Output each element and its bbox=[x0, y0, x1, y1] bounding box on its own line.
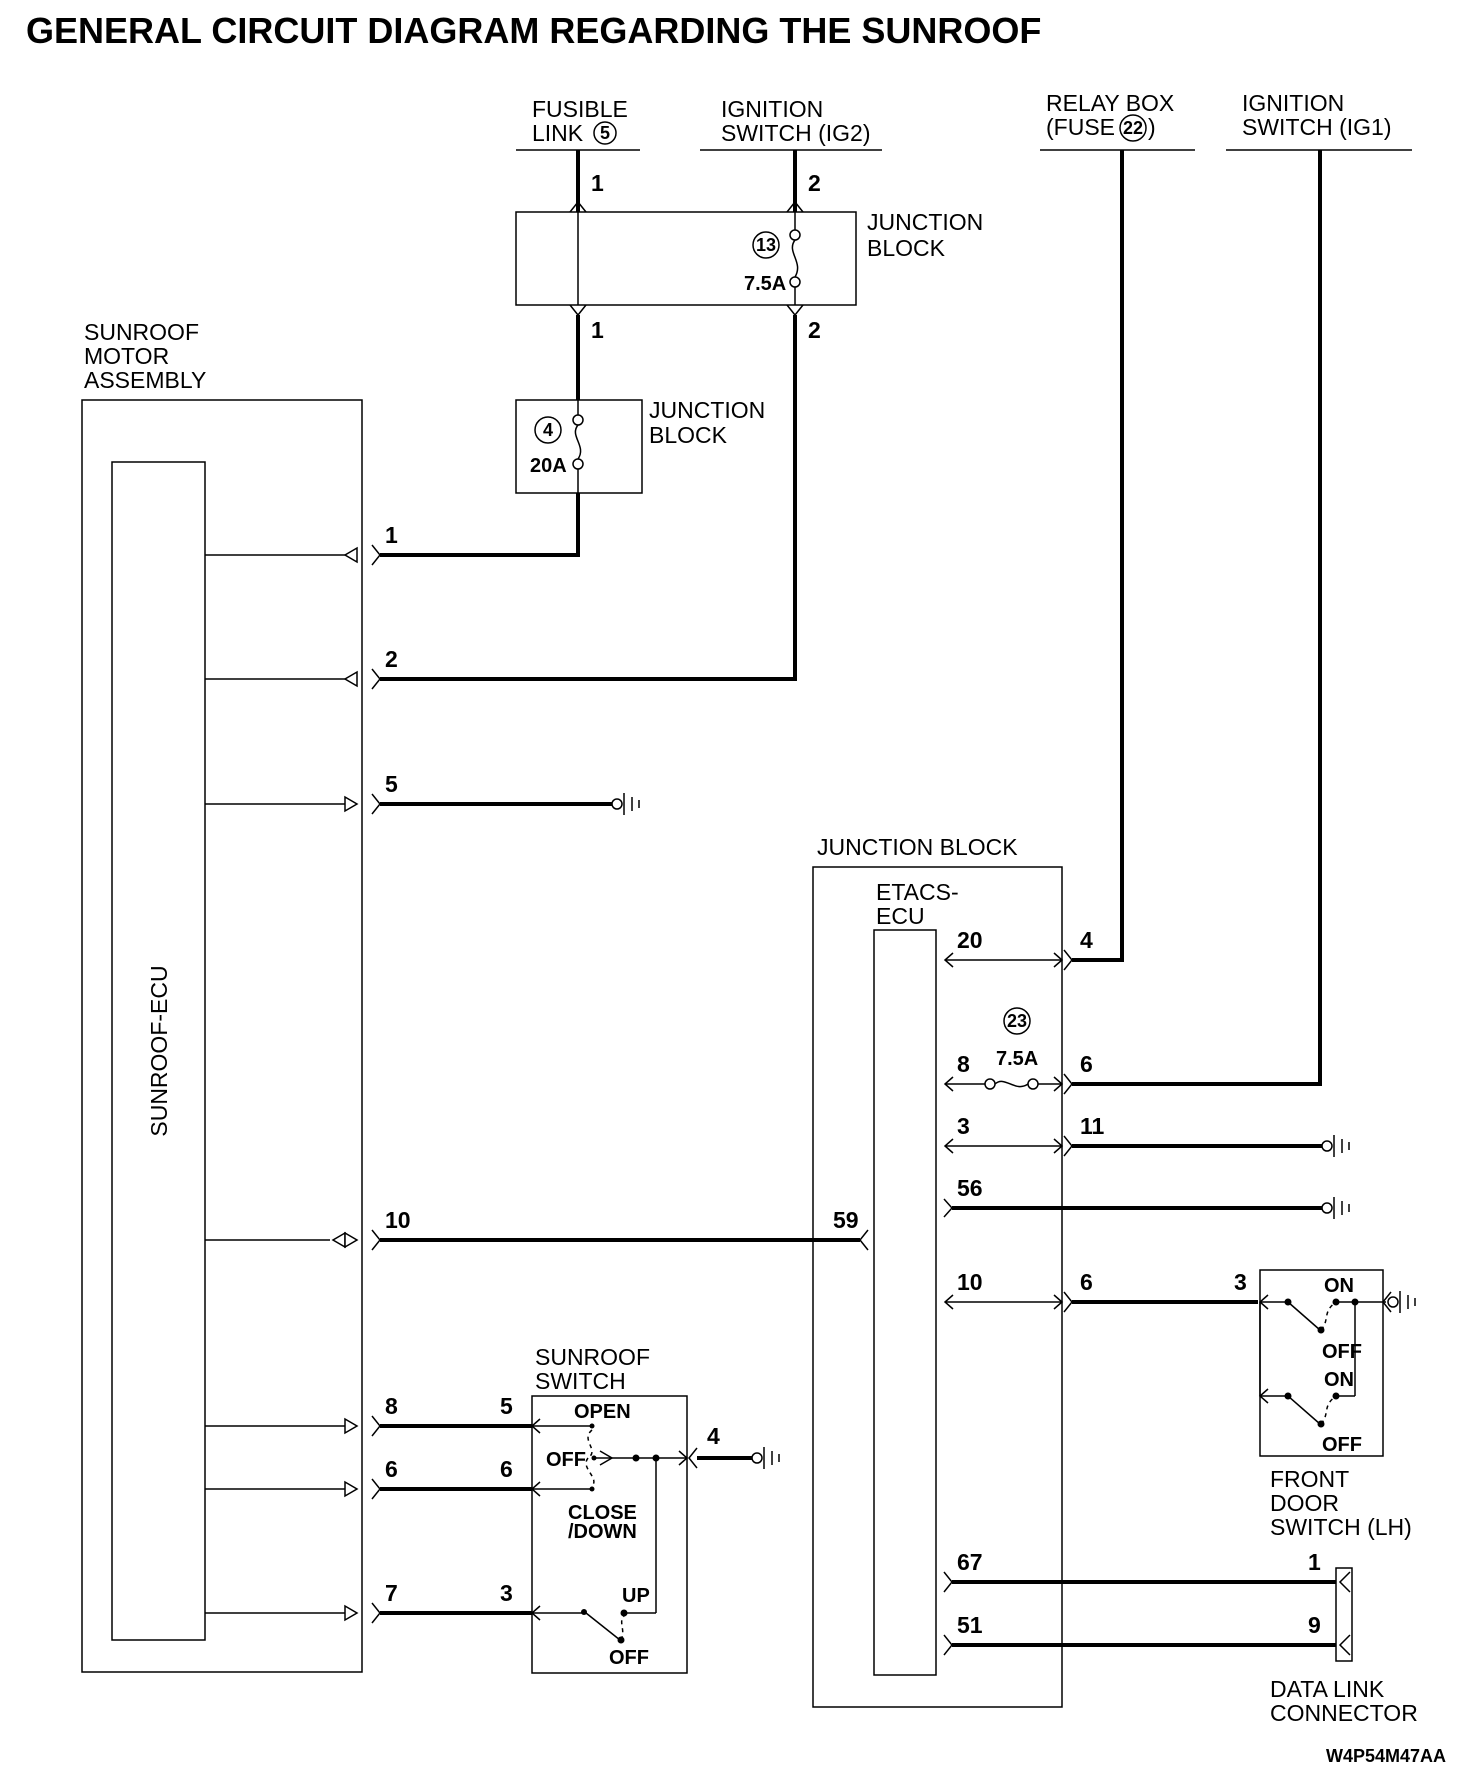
door-switch-pos-on-1: ON bbox=[1324, 1275, 1354, 1297]
motor-wiring bbox=[380, 315, 860, 1615]
etacs-pin-67: 67 bbox=[957, 1549, 983, 1575]
jb-etacs-label: JUNCTION BLOCK bbox=[817, 834, 1018, 860]
switch-pin-5: 5 bbox=[500, 1393, 513, 1419]
jb-top-pin-out-1: 1 bbox=[591, 317, 604, 343]
front-door-switch: 3 ON OFF ON OFF FRONT DOOR SWITCH ( bbox=[1234, 1269, 1416, 1540]
jb-top-label-2: BLOCK bbox=[867, 235, 946, 261]
ig2-label-1: IGNITION bbox=[721, 96, 823, 122]
motor-pin-10: 10 bbox=[385, 1207, 411, 1233]
switch-pos-off: OFF bbox=[546, 1449, 586, 1471]
relay-box-label-2: (FUSE bbox=[1046, 114, 1115, 140]
etacs-pin-56: 56 bbox=[957, 1175, 983, 1201]
motor-pin-6: 6 bbox=[385, 1456, 398, 1482]
page-title: GENERAL CIRCUIT DIAGRAM REGARDING THE SU… bbox=[26, 10, 1041, 51]
ig2-label-2: SWITCH (IG2) bbox=[721, 120, 871, 146]
etacs-wiring bbox=[952, 150, 1350, 1647]
switch-pos-close: CLOSE bbox=[568, 1502, 637, 1524]
data-link-connector: 1 9 DATA LINK CONNECTOR bbox=[1270, 1549, 1418, 1726]
etacs-outer-pin-4: 4 bbox=[1080, 927, 1093, 953]
sunroof-switch-label-2: SWITCH bbox=[535, 1368, 626, 1394]
etacs-fuse-number: 23 bbox=[1007, 1011, 1027, 1031]
switch-pin-6: 6 bbox=[500, 1456, 513, 1482]
fusible-link-number: 5 bbox=[600, 123, 610, 143]
switch-pin-3: 3 bbox=[500, 1580, 513, 1606]
jb-small-fuse-rating: 20A bbox=[530, 455, 567, 477]
switch-pos-down: /DOWN bbox=[568, 1521, 637, 1543]
fusible-link-source: FUSIBLE LINK 5 bbox=[516, 96, 640, 151]
motor-pin-5: 5 bbox=[385, 771, 398, 797]
etacs-outer-pin-6b: 6 bbox=[1080, 1269, 1093, 1295]
door-switch-label-1: FRONT bbox=[1270, 1466, 1349, 1492]
etacs-pin-20: 20 bbox=[957, 927, 983, 953]
etacs-pin-8: 8 bbox=[957, 1051, 970, 1077]
dlc-label-1: DATA LINK bbox=[1270, 1676, 1385, 1702]
junction-block-small: JUNCTION BLOCK 4 20A bbox=[515, 315, 765, 494]
door-switch-pin-3: 3 bbox=[1234, 1269, 1247, 1295]
etacs-pin-10: 10 bbox=[957, 1269, 983, 1295]
sunroof-motor-assembly: SUNROOF MOTOR ASSEMBLY SUNROOF-ECU 1 2 bbox=[81, 319, 411, 1673]
motor-label-3: ASSEMBLY bbox=[84, 367, 206, 393]
relay-box-source: RELAY BOX (FUSE 22 ) bbox=[1040, 90, 1195, 151]
jb-small-label-2: BLOCK bbox=[649, 422, 728, 448]
fusible-link-label-2: LINK bbox=[532, 120, 584, 146]
etacs-fuse-number-circle bbox=[1003, 1007, 1031, 1035]
dlc-pin-1: 1 bbox=[1308, 1549, 1321, 1575]
dlc-label-2: CONNECTOR bbox=[1270, 1700, 1418, 1726]
door-switch-pos-off-2: OFF bbox=[1322, 1434, 1362, 1456]
jb-top-label-1: JUNCTION bbox=[867, 209, 983, 235]
etacs-ecu-label-1: ETACS- bbox=[876, 879, 959, 905]
ig1-label-2: SWITCH (IG1) bbox=[1242, 114, 1392, 140]
motor-pin-2: 2 bbox=[385, 646, 398, 672]
etacs-ecu-label-2: ECU bbox=[876, 903, 925, 929]
switch-pin-4: 4 bbox=[707, 1423, 720, 1449]
relay-box-label-3: ) bbox=[1148, 114, 1156, 140]
sunroof-switch-label-1: SUNROOF bbox=[535, 1344, 650, 1370]
motor-label-1: SUNROOF bbox=[84, 319, 199, 345]
etacs-pin-51: 51 bbox=[957, 1612, 983, 1638]
etacs-outer-pin-11: 11 bbox=[1080, 1113, 1105, 1139]
diagram-code: W4P54M47AA bbox=[1326, 1746, 1446, 1766]
jb-small-fuse-number-circle bbox=[534, 416, 562, 444]
jb-top-pin-in-1: 1 bbox=[591, 170, 604, 196]
door-switch-pos-on-2: ON bbox=[1324, 1369, 1354, 1391]
fusible-link-number-circle bbox=[593, 121, 617, 145]
jb-top-pin-out-2: 2 bbox=[808, 317, 821, 343]
motor-pin-7: 7 bbox=[385, 1580, 398, 1606]
ig1-label-1: IGNITION bbox=[1242, 90, 1344, 116]
sunroof-ecu-label: SUNROOF-ECU bbox=[146, 965, 172, 1136]
jb-top-fuse-number: 13 bbox=[756, 235, 776, 255]
motor-label-2: MOTOR bbox=[84, 343, 169, 369]
ig1-source: IGNITION SWITCH (IG1) bbox=[1226, 90, 1412, 151]
jb-small-label-1: JUNCTION bbox=[649, 397, 765, 423]
etacs-pin-59: 59 bbox=[833, 1207, 859, 1233]
jb-top-fuse-rating: 7.5A bbox=[744, 273, 786, 295]
etacs-ecu-box bbox=[873, 929, 937, 1676]
junction-block-top: JUNCTION BLOCK 1 1 13 7.5A 2 2 bbox=[515, 150, 983, 343]
jb-small-fuse-number: 4 bbox=[543, 420, 553, 440]
switch-pos-up: UP bbox=[622, 1585, 650, 1607]
door-switch-label-2: DOOR bbox=[1270, 1490, 1339, 1516]
door-switch-pos-off-1: OFF bbox=[1322, 1341, 1362, 1363]
switch-pos-off-2: OFF bbox=[609, 1647, 649, 1669]
ig2-source: IGNITION SWITCH (IG2) bbox=[700, 96, 882, 151]
junction-block-etacs: JUNCTION BLOCK ETACS- ECU 20 4 23 7.5A 8… bbox=[812, 834, 1105, 1708]
sunroof-switch: SUNROOF SWITCH 5 6 3 4 OPEN bbox=[500, 1344, 780, 1674]
motor-pin-8: 8 bbox=[385, 1393, 398, 1419]
relay-box-number: 22 bbox=[1123, 118, 1143, 138]
etacs-pin-3: 3 bbox=[957, 1113, 970, 1139]
relay-box-label-1: RELAY BOX bbox=[1046, 90, 1174, 116]
door-switch-label-3: SWITCH (LH) bbox=[1270, 1514, 1412, 1540]
motor-pin-1: 1 bbox=[385, 522, 398, 548]
jb-top-pin-in-2: 2 bbox=[808, 170, 821, 196]
dlc-pin-9: 9 bbox=[1308, 1612, 1321, 1638]
etacs-outer-pin-6: 6 bbox=[1080, 1051, 1093, 1077]
etacs-fuse-rating: 7.5A bbox=[996, 1048, 1038, 1070]
sunroof-ecu-box bbox=[111, 461, 206, 1641]
switch-pos-open: OPEN bbox=[574, 1401, 631, 1423]
relay-box-number-circle bbox=[1119, 114, 1147, 142]
jb-top-fuse-number-circle bbox=[752, 231, 780, 259]
fusible-link-label-1: FUSIBLE bbox=[532, 96, 628, 122]
